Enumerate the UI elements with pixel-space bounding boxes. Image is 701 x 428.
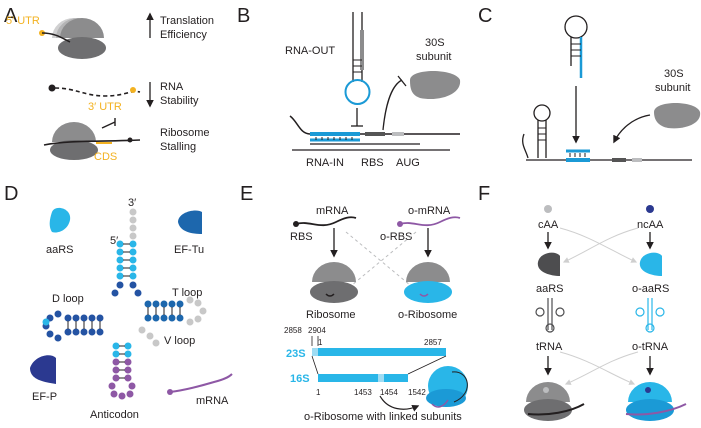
- rrna-16s-bar: [318, 374, 378, 382]
- ribosome-translation-icon: [39, 18, 106, 59]
- f-o-aars-label: o-aaRS: [632, 283, 669, 295]
- ncaa-label: ncAA: [637, 219, 664, 231]
- rna-in-label: RNA-IN: [306, 157, 344, 169]
- rna-out-hairpin: [344, 12, 371, 105]
- e-mrna-label: mRNA: [316, 205, 349, 217]
- stability-label: Stability: [160, 95, 199, 107]
- f-o-ribosome-icon: [625, 382, 687, 421]
- ribosome-stalling-icon: [43, 118, 141, 160]
- c-subunit-label: subunit: [655, 82, 690, 94]
- panel-a-label: A: [4, 5, 18, 27]
- b-rbs-label: RBS: [361, 157, 384, 169]
- c-30s-subunit-icon: [654, 103, 701, 129]
- linked-caption: o-Ribosome with linked subunits: [304, 411, 462, 423]
- d-loop-label: D loop: [52, 293, 84, 305]
- n1-label: 1: [318, 338, 323, 347]
- trna-cloverleaf: [42, 208, 207, 400]
- stalling-label: Stalling: [160, 141, 196, 153]
- three-prime-label: 3′: [128, 197, 136, 209]
- aars-icon: [49, 207, 71, 233]
- panel-b-label: B: [237, 5, 250, 27]
- five-utr-label: 5′ UTR: [6, 15, 40, 27]
- panel-e-label: E: [240, 183, 253, 205]
- n2857-label: 2857: [424, 338, 442, 347]
- d-mrna-label: mRNA: [196, 395, 229, 407]
- d-mrna-icon: [169, 373, 233, 393]
- f-o-aars-icon: [639, 252, 662, 276]
- t-loop-label: T loop: [172, 287, 202, 299]
- rrna-16s-label: 16S: [290, 373, 310, 385]
- rna-label: RNA: [160, 81, 184, 93]
- rna-out-label: RNA-OUT: [285, 45, 335, 57]
- ef-tu-label: EF-Tu: [174, 244, 204, 256]
- ef-tu-icon: [178, 210, 202, 234]
- ncaa-icon: [646, 205, 654, 213]
- f-aars-label: aaRS: [536, 283, 564, 295]
- b-30s-label: 30S: [425, 37, 445, 49]
- panel-b: B RNA-OUT 30S subunit: [237, 5, 461, 169]
- b-bind-arrow: [382, 79, 403, 131]
- f-trna-label: tRNA: [536, 341, 563, 353]
- b-subunit-label: subunit: [416, 51, 451, 63]
- f-ribosome-icon: [524, 382, 585, 421]
- panel-c-label: C: [478, 5, 492, 27]
- panel-f-label: F: [478, 183, 490, 205]
- ef-p-icon: [30, 355, 56, 384]
- rna-stability-icon: [48, 84, 141, 97]
- e-rbs-label: RBS: [290, 231, 313, 243]
- rrna-23s-bar: [312, 348, 446, 356]
- d-aars-label: aaRS: [46, 244, 74, 256]
- caa-label: cAA: [538, 219, 559, 231]
- e-o-mrna-label: o-mRNA: [408, 205, 451, 217]
- panel-f: F cAA ncAA aaRS o-aaRS tRNA o-tRNA: [478, 183, 687, 421]
- panel-d-label: D: [4, 183, 18, 205]
- panel-d: D aaRS EF-Tu EF-P: [4, 183, 233, 421]
- e-ribosome-label: Ribosome: [306, 309, 356, 321]
- aug-label: AUG: [396, 157, 420, 169]
- c-hairpin-left: [522, 104, 551, 159]
- e-ribosome-icon: [310, 261, 358, 303]
- caa-icon: [544, 205, 552, 213]
- translation-label-2: Efficiency: [160, 29, 207, 41]
- e-o-ribosome-icon: [404, 262, 452, 303]
- f-aars-icon: [537, 252, 560, 276]
- b-30s-subunit-icon: [410, 71, 461, 100]
- n1542-label: 1542: [408, 388, 426, 397]
- three-utr-label: 3′ UTR: [88, 101, 122, 113]
- n1453-label: 1453: [354, 388, 372, 397]
- panel-a: A 5′ UTR Translation Efficiency 3′ UTR R…: [4, 5, 214, 163]
- v-loop-label: V loop: [164, 335, 195, 347]
- panel-e: E mRNA o-mRNA RBS o-RBS Ribosome o-Ribos…: [240, 183, 468, 423]
- ribosome-label: Ribosome: [160, 127, 210, 139]
- n1-16s-label: 1: [316, 388, 321, 397]
- anticodon-label: Anticodon: [90, 409, 139, 421]
- f-o-trna-icon: [635, 298, 665, 333]
- translation-label-1: Translation: [160, 15, 214, 27]
- f-o-trna-label: o-tRNA: [632, 341, 669, 353]
- ef-p-label: EF-P: [32, 391, 57, 403]
- e-o-ribosome-label: o-Ribosome: [398, 309, 457, 321]
- rrna-23s-label: 23S: [286, 348, 306, 360]
- c-30s-label: 30S: [664, 68, 684, 80]
- n2904-label: 2904: [308, 326, 326, 335]
- cds-label: CDS: [94, 151, 117, 163]
- e-o-rbs-label: o-RBS: [380, 231, 412, 243]
- panel-c: C 30S subunit: [478, 5, 701, 162]
- c-hairpin-top: [564, 15, 588, 78]
- n2858-label: 2858: [284, 326, 302, 335]
- e-linked-ribosome-icon: [426, 366, 468, 408]
- five-prime-label: 5′: [110, 235, 118, 247]
- n1454-label: 1454: [380, 388, 398, 397]
- f-trna-icon: [535, 298, 565, 333]
